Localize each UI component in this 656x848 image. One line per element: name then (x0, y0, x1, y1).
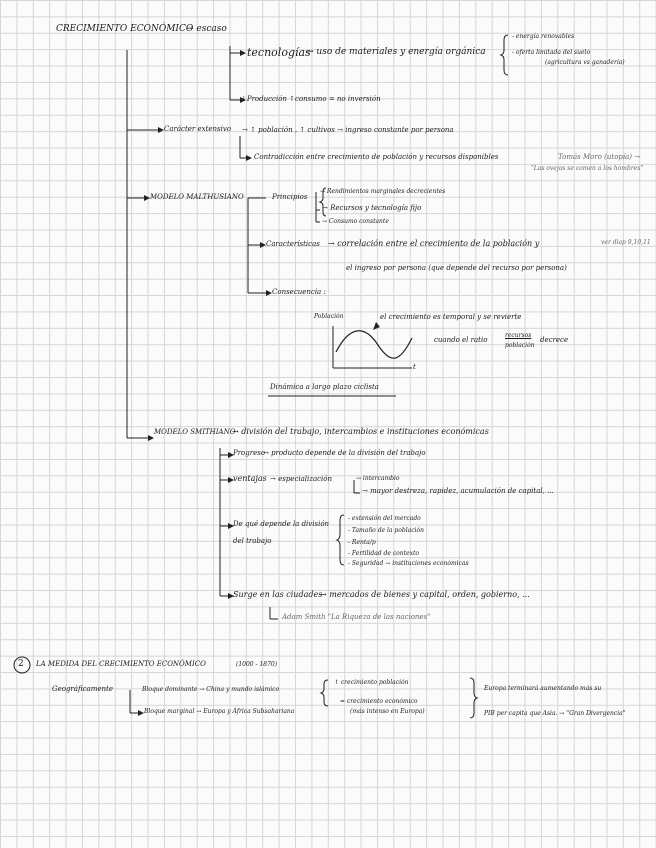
tech-bullet-1: - energía renovables (512, 33, 575, 40)
section-2-number: 2 (18, 659, 24, 669)
advantage-1: → intercambio (356, 475, 400, 482)
bloc-marginal: Bloque marginal → Europa y África Subsah… (144, 708, 295, 715)
main-title-arrow: → escaso (186, 24, 227, 34)
tech-label: tecnologías (247, 46, 311, 59)
production-line: ↓Producción ↑consumo = no inversión (241, 95, 381, 103)
advantages-label: ventajas (233, 474, 267, 483)
graph-ratio-num: recursos (505, 332, 532, 339)
advantage-2: → mayor destreza, rapidez, acumulación d… (362, 487, 554, 495)
extensive-label: Carácter extensivo (164, 125, 232, 133)
graph-ylabel: Población (314, 313, 344, 320)
cities-label: Surge en las ciudades (233, 590, 323, 599)
graph-note-1: el crecimiento es temporal y se revierte (380, 313, 522, 321)
advantages-desc: → especialización (270, 475, 333, 483)
depends-item-2: - Tamaño de la población (348, 527, 424, 534)
tech-bullet-2b: (agricultura vs ganadería) (545, 59, 625, 66)
progress-desc: → producto depende de la división del tr… (263, 449, 426, 457)
features-side-note: ver diap 9,10,11 (601, 239, 651, 246)
main-title: CRECIMIENTO ECONÓMICO (56, 24, 194, 34)
section-2-title: LA MEDIDA DEL CRECIMIENTO ECONÓMICO (36, 660, 206, 668)
tech-desc: → uso de materiales y energía orgánica (306, 47, 486, 57)
extensive-note-1: Tomás Moro (utopía) → (558, 153, 641, 161)
graph-note-3: decrece (540, 336, 569, 344)
extensive-line-1: → ↑ población , ↑ cultivos → ingreso con… (242, 126, 454, 134)
depends-item-4: - Fertilidad de contexto (348, 550, 420, 557)
graph-xlabel: t (413, 363, 416, 371)
bloc-dominant: Bloque dominante → China y mundo islámic… (142, 686, 280, 693)
progress-label: Progreso (233, 449, 266, 457)
growth-3: (más intenso en Europa) (350, 708, 425, 715)
malthus-label: MODELO MALTHUSIANO (150, 193, 244, 201)
tech-bullet-2: - oferta limitada del suelo (512, 49, 591, 56)
right-note-1: Europa terminará aumentando más su (484, 685, 602, 692)
depends-item-5: - Seguridad → instituciones económicas (348, 560, 469, 567)
graph-ratio-den: población (505, 342, 535, 349)
section-2-years: (1000 - 1870) (236, 661, 278, 668)
cities-desc: → mercados de bienes y capital, orden, g… (320, 590, 530, 599)
adam-smith-book: Adam Smith "La Riqueza de las naciones" (282, 613, 431, 621)
principles-label: Principios (272, 193, 308, 201)
extensive-note-2: "Las ovejas se comen a los hombres" (531, 165, 644, 172)
geo-label: Geográficamente (52, 685, 113, 693)
principle-2: → Recursos y tecnología fijo (322, 204, 422, 212)
dynamic-line: Dinámica a largo plazo ciclista (270, 383, 379, 391)
depends-item-3: - Renta/p (348, 539, 376, 546)
depends-label-2: del trabajo (233, 537, 272, 545)
features-label: Características (266, 240, 320, 248)
extensive-line-2: Contradicción entre crecimiento de pobla… (254, 153, 499, 161)
depends-label-1: De qué depende la división (233, 520, 330, 528)
growth-2: = crecimiento económico (340, 698, 418, 705)
growth-1: ↑ crecimiento población (334, 679, 409, 686)
principle-1: → Rendimientos marginales decrecientes (320, 188, 446, 195)
right-note-2: PIB per capita que Asia. → "Gran Diverge… (484, 710, 626, 717)
features-line-2: el ingreso por persona (que depende del … (346, 264, 567, 272)
principle-3: → Consumo constante (322, 218, 389, 225)
depends-item-1: - extensión del mercado (348, 515, 421, 522)
consequence-label: Consecuencia : (272, 288, 326, 296)
smith-label: MODELO SMITHIANO (154, 428, 236, 436)
features-line-1: → correlación entre el crecimiento de la… (328, 239, 540, 248)
graph-note-2: cuando el ratio (434, 336, 488, 344)
smith-desc: → división del trabajo, intercambios e i… (232, 427, 489, 436)
